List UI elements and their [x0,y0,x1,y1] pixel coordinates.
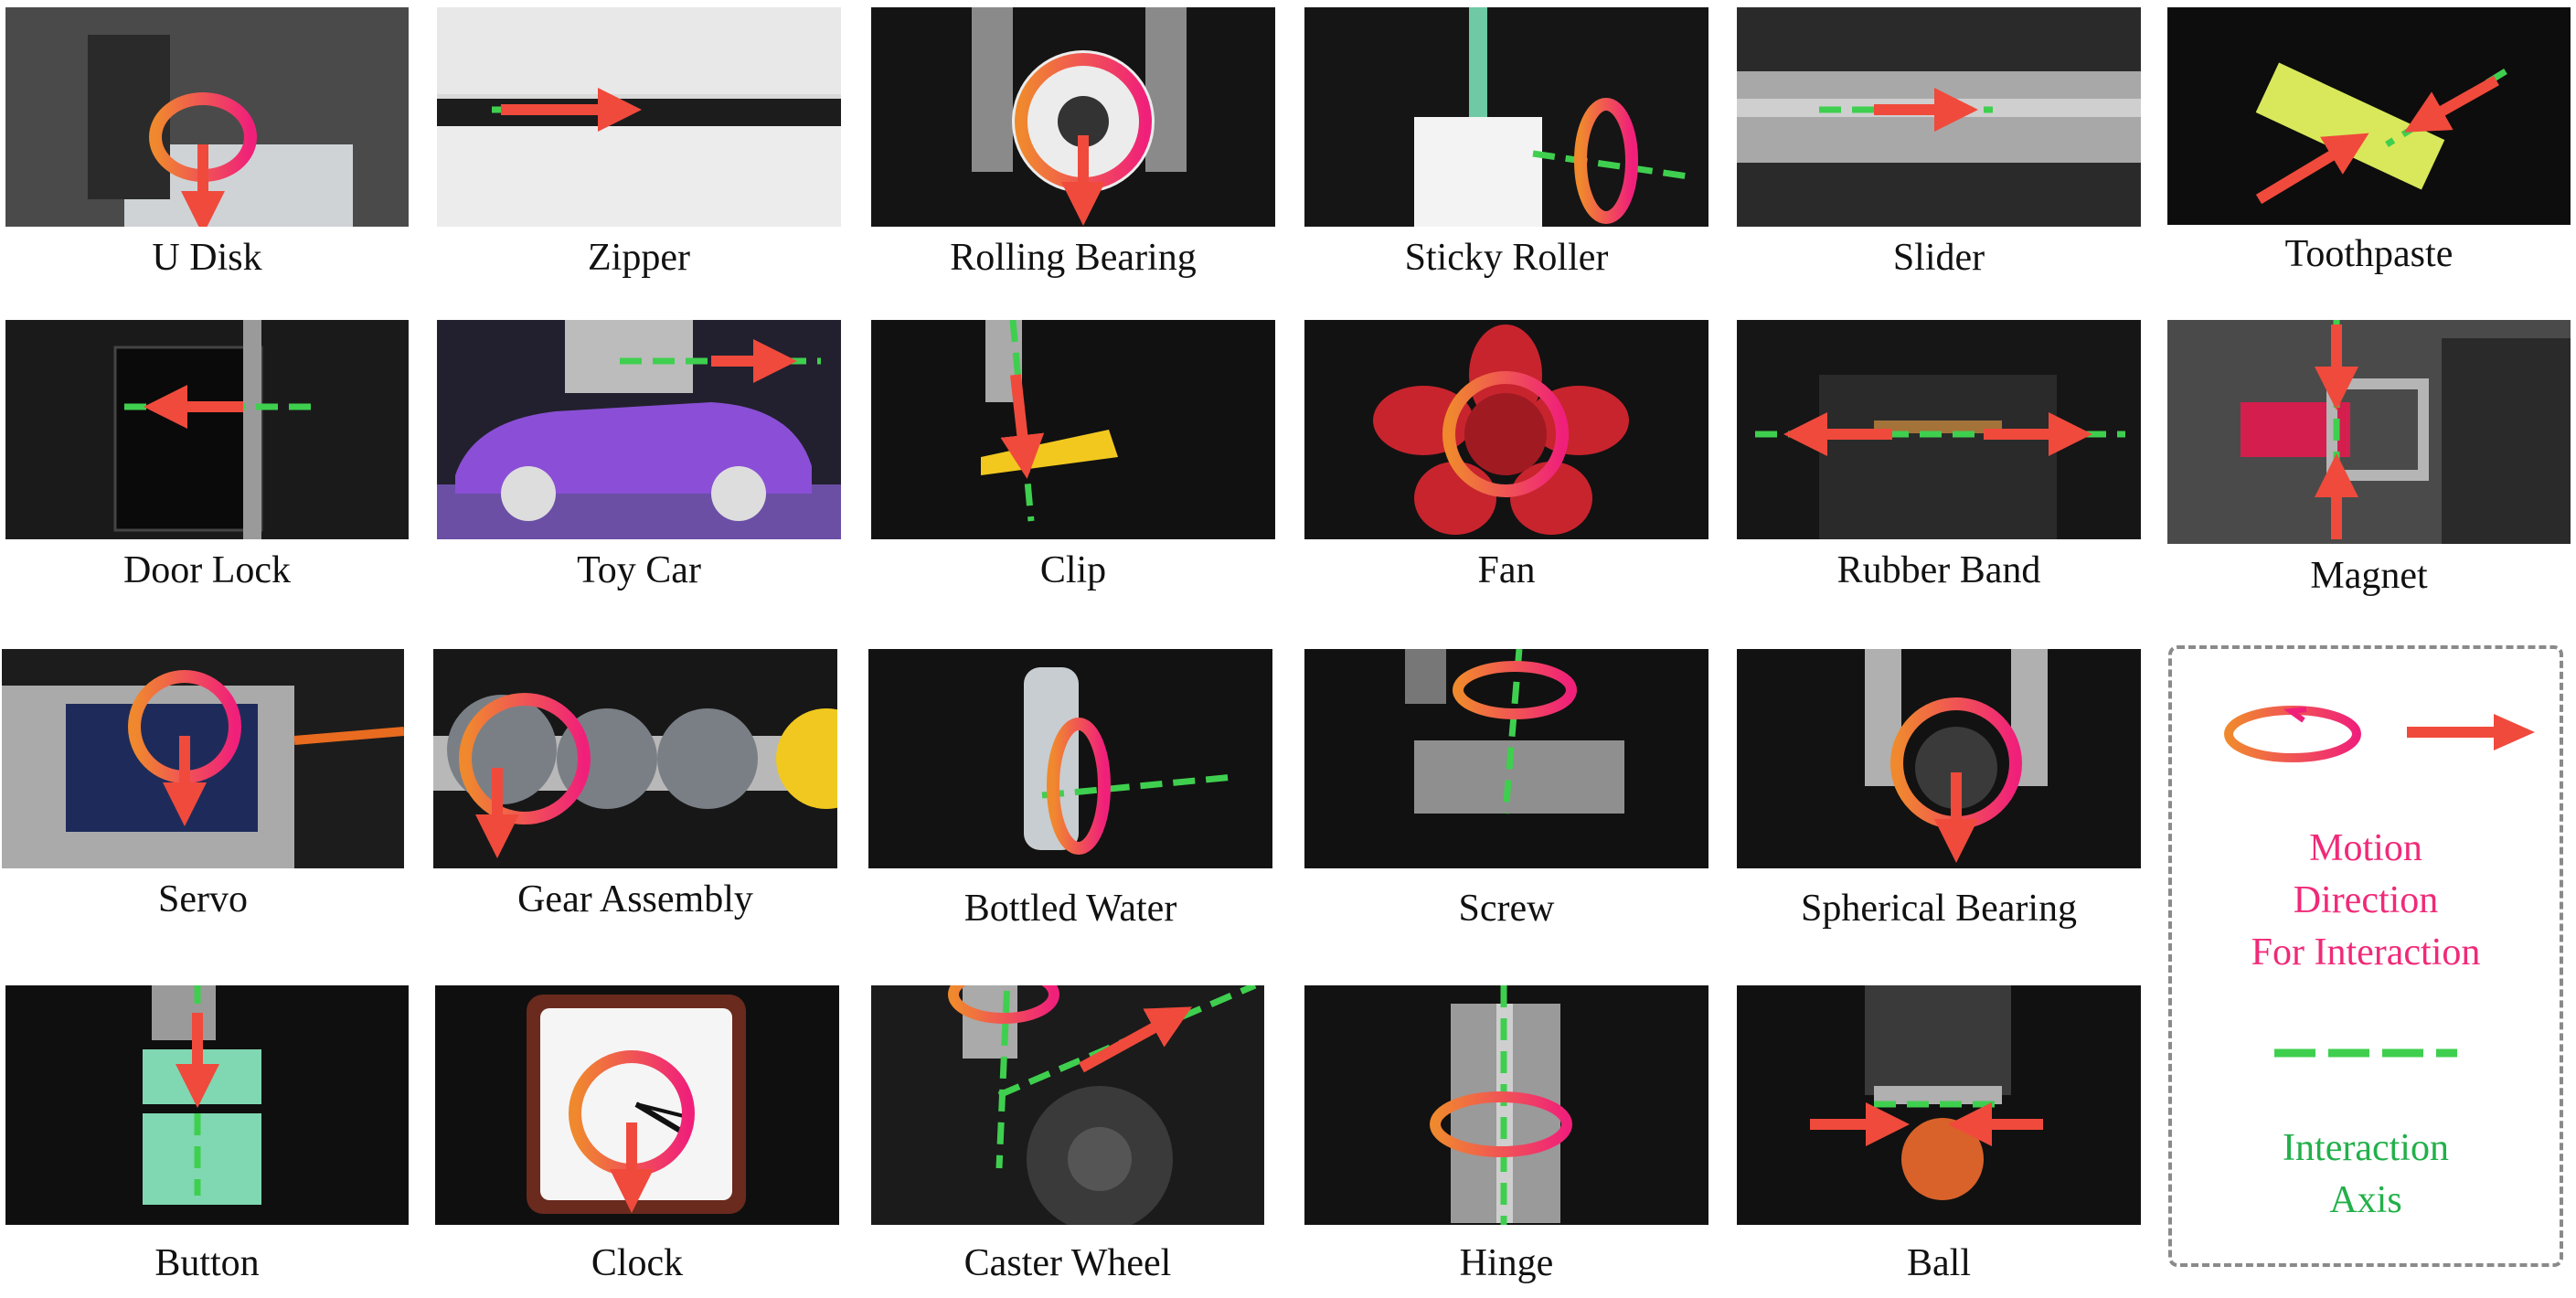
photo [433,649,837,868]
axis-label-line-1: Interaction [2283,1127,2449,1169]
legend: Motion Direction For Interaction Interac… [2168,645,2563,1267]
motion-label-line-2: Direction [2293,879,2439,921]
photo [1737,7,2141,227]
item-toy-car: Toy Car [437,320,841,603]
caption: U Disk [152,237,262,279]
caption: Sticky Roller [1404,237,1609,279]
item-servo: Servo [2,649,404,932]
item-clock: Clock [435,985,839,1287]
photo [5,320,409,539]
caption: Zipper [588,237,690,279]
photo [1304,985,1708,1225]
item-bottled-water: Bottled Water [868,649,1272,932]
photo [871,985,1264,1225]
item-button: Button [5,985,409,1287]
caption: Toy Car [577,549,701,591]
dashed-axis-icon [2274,1044,2457,1062]
caption: Clock [591,1242,684,1284]
photo [5,985,409,1225]
photo [437,320,841,539]
axis-label: Interaction Axis [2172,1122,2560,1227]
photo [2167,320,2571,544]
rotation-ring-icon [2219,702,2366,766]
item-sticky-roller: Sticky Roller [1304,7,1708,282]
photo [1304,649,1708,868]
caption: Rolling Bearing [950,237,1197,279]
item-spherical-bearing: Spherical Bearing [1737,649,2141,932]
photo [871,320,1275,539]
item-toothpaste: Toothpaste [2167,7,2571,282]
axis-label-line-2: Axis [2329,1179,2402,1221]
photo [1737,649,2141,868]
item-hinge: Hinge [1304,985,1708,1287]
photo [5,7,409,227]
photo [437,7,841,227]
caption: Fan [1477,549,1536,591]
photo [868,649,1272,868]
photo [1304,7,1708,227]
caption: Screw [1458,888,1555,930]
caption: Gear Assembly [517,878,753,920]
caption: Button [154,1242,260,1284]
caption: Toothpaste [2284,233,2454,275]
item-screw: Screw [1304,649,1708,932]
item-gear-assembly: Gear Assembly [433,649,837,932]
caption: Bottled Water [963,888,1177,930]
caption: Magnet [2310,555,2428,597]
caption: Ball [1907,1242,1971,1284]
item-door-lock: Door Lock [5,320,409,603]
item-zipper: Zipper [437,7,841,282]
caption: Clip [1039,549,1107,591]
photo [1304,320,1708,539]
item-slider: Slider [1737,7,2141,282]
caption: Slider [1892,237,1985,279]
caption: Door Lock [122,549,292,591]
item-ball: Ball [1737,985,2141,1287]
photo [1737,985,2141,1225]
item-fan: Fan [1304,320,1708,603]
caption: Spherical Bearing [1800,888,2078,930]
linear-arrow-icon [2402,709,2539,755]
item-magnet: Magnet [2167,320,2571,603]
caption: Servo [158,878,248,920]
caption: Hinge [1459,1242,1554,1284]
item-rolling-bearing: Rolling Bearing [871,7,1275,282]
photo [1737,320,2141,539]
motion-label-line-1: Motion [2309,827,2422,869]
item-clip: Clip [871,320,1275,603]
motion-label: Motion Direction For Interaction [2172,823,2560,979]
item-u-disk: U Disk [5,7,409,282]
photo [2167,7,2571,225]
item-caster-wheel: Caster Wheel [871,985,1264,1287]
photo [435,985,839,1225]
caption: Caster Wheel [963,1242,1172,1284]
caption: Rubber Band [1836,549,2041,591]
photo [871,7,1275,227]
motion-label-line-3: For Interaction [2251,931,2481,974]
photo [2,649,404,868]
item-rubber-band: Rubber Band [1737,320,2141,603]
